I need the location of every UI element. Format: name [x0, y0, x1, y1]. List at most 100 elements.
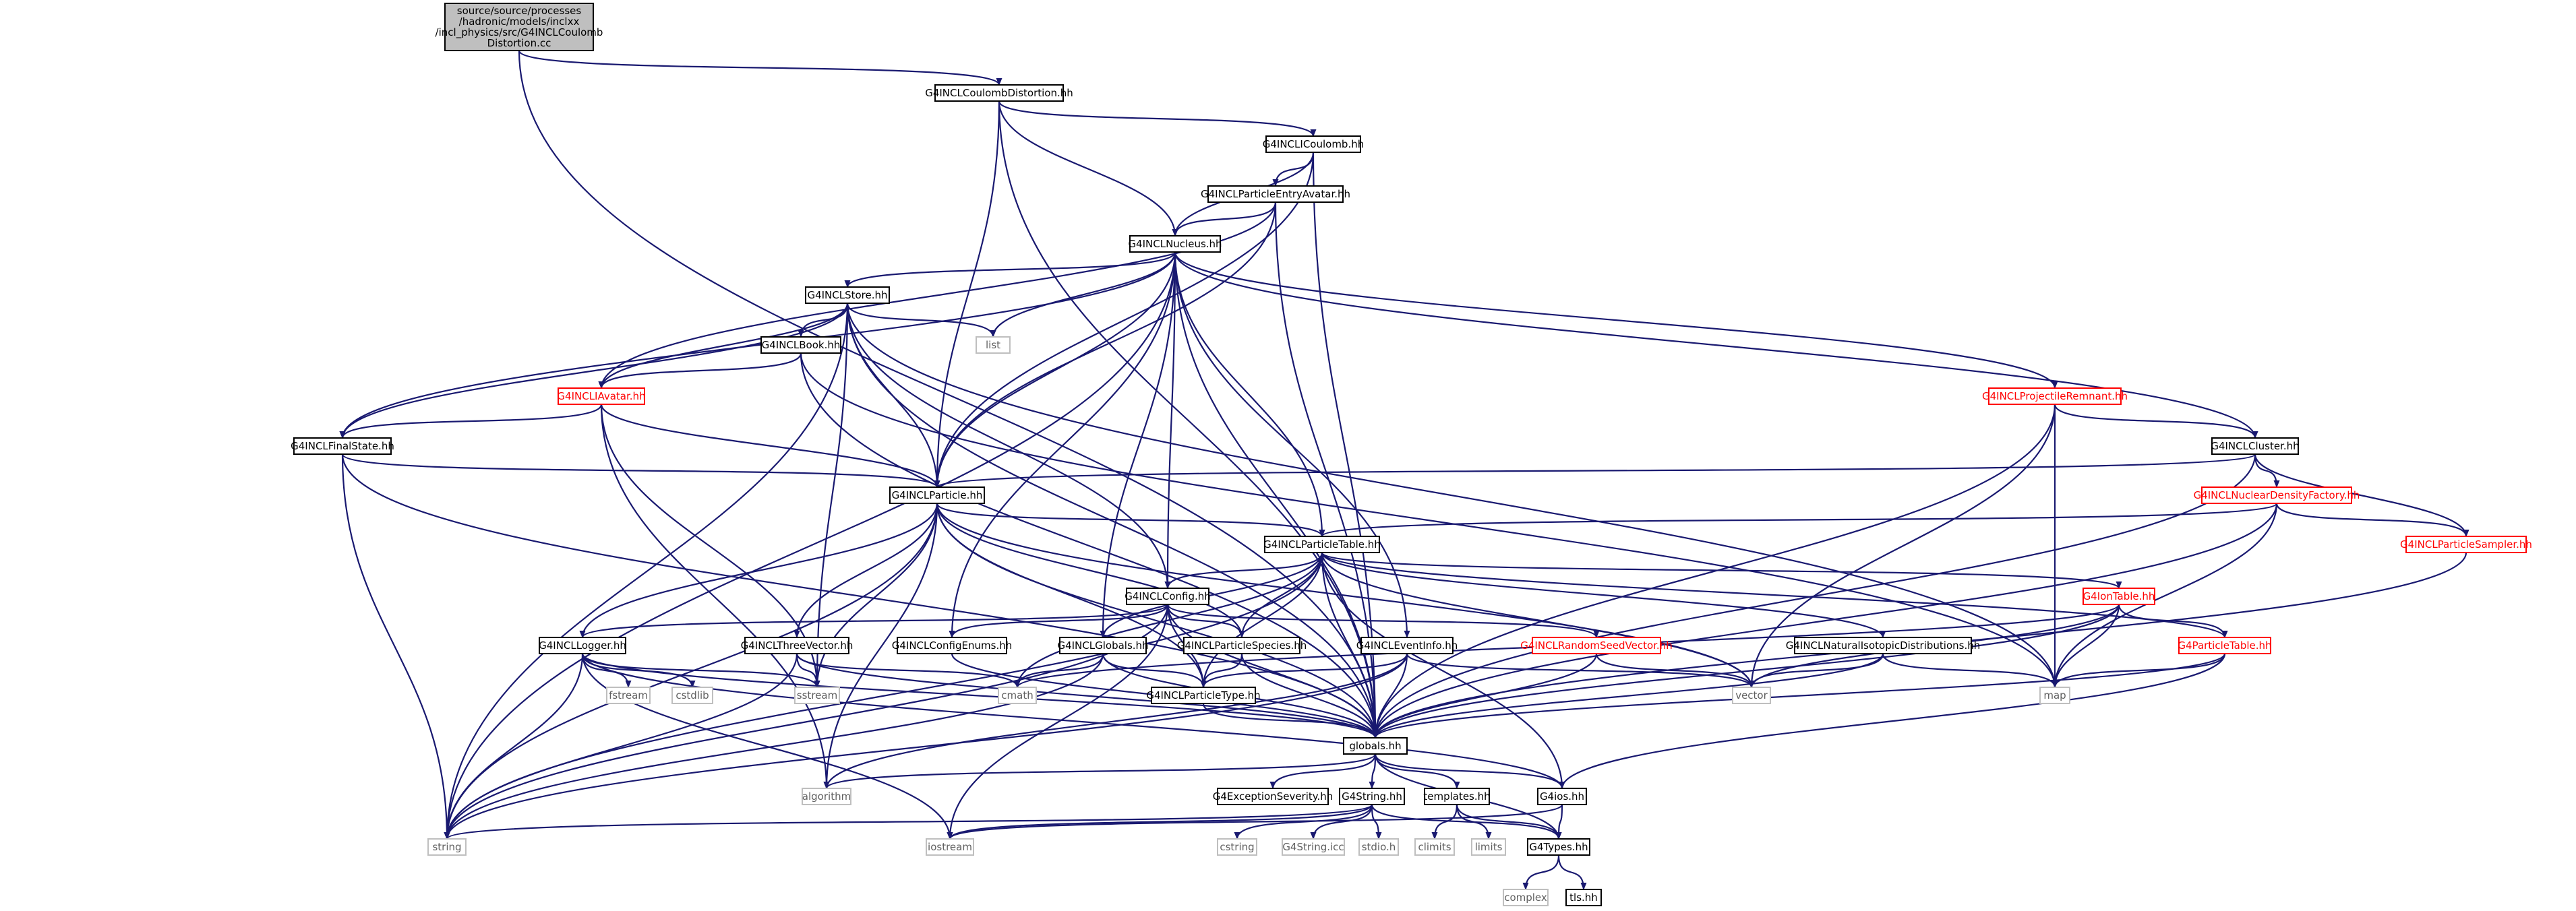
node-tls[interactable]: tls.hh [1565, 889, 1602, 906]
edge-coulomb-distortion-to-globals [998, 100, 1379, 739]
node-exception-severity[interactable]: G4ExceptionSeverity.hh [1213, 788, 1334, 805]
node-box [2201, 486, 2352, 504]
edge-incl-globals-to-cmath [1014, 653, 1104, 688]
node-label: G4INCLICoulomb.hh [1263, 138, 1364, 150]
node-event-info[interactable]: G4INCLEventInfo.hh [1356, 637, 1458, 654]
edge-particle-species-to-particle-type [1200, 653, 1243, 688]
edge-store-to-iavatar [598, 303, 849, 389]
node-iavatar[interactable]: G4INCLIAvatar.hh [557, 387, 646, 405]
node-label: G4IonTable.hh [2083, 590, 2155, 602]
node-box [1264, 536, 1380, 553]
node-label: G4INCLNucleus.hh [1128, 238, 1222, 250]
edge-three-vector-to-sstream [796, 653, 820, 688]
node-box [1183, 637, 1300, 654]
edge-nucleus-to-incl-globals [1100, 251, 1176, 638]
edge-globals-to-exception-severity [1269, 753, 1377, 789]
node-box [1265, 135, 1361, 153]
node-cluster[interactable]: G4INCLCluster.hh [2211, 437, 2300, 455]
edge-config-to-iostream [947, 604, 1169, 840]
node-icoulomb[interactable]: G4INCLICoulomb.hh [1263, 135, 1364, 153]
edge-config-to-logger [579, 604, 1169, 638]
node-final-state[interactable]: G4INCLFinalState.hh [291, 437, 394, 455]
node-algorithm: algorithm [802, 788, 851, 805]
node-box [1537, 788, 1587, 805]
edge-density-factory-to-globals [1372, 503, 2278, 739]
node-config-enums[interactable]: G4INCLConfigEnums.hh [892, 637, 1012, 654]
node-box [1217, 788, 1329, 805]
node-box [293, 437, 392, 455]
node-g4string[interactable]: G4String.hh [1339, 788, 1405, 805]
edge-root-to-coulomb-distortion [518, 50, 1002, 86]
edge-nucleus-to-store [844, 251, 1176, 288]
edge-density-factory-to-sampler [2275, 503, 2469, 537]
edge-particle-table-to-ion-table [1321, 552, 2122, 589]
node-entry-avatar[interactable]: G4INCLParticleEntryAvatar.hh [1201, 185, 1350, 203]
node-globals[interactable]: globals.hh [1343, 737, 1408, 755]
edge-cluster-to-particle [934, 453, 2256, 488]
edge-coulomb-distortion-to-icoulomb [998, 100, 1317, 137]
node-label: G4INCLConfigEnums.hh [892, 639, 1012, 652]
node-g4ios[interactable]: G4ios.hh [1537, 788, 1587, 805]
edge-g4string-to-g4string-icc [1310, 804, 1373, 840]
edge-logger-to-g4ios [581, 653, 1565, 789]
node-density-factory[interactable]: G4INCLNuclearDensityFactory.hh [2194, 486, 2360, 504]
node-logger[interactable]: G4INCLLogger.hh [539, 637, 626, 654]
node-label: limits [1475, 841, 1503, 853]
node-g4-particle-table[interactable]: G4ParticleTable.hh [2178, 637, 2272, 654]
edge-particle-table-to-isotopic [1321, 552, 1886, 638]
node-proj-remnant[interactable]: G4INCLProjectileRemnant.hh [1982, 387, 2128, 405]
edge-three-vector-to-globals [796, 653, 1379, 739]
node-label: G4ios.hh [1540, 790, 1584, 803]
node-label: Distortion.cc [487, 37, 551, 49]
node-incl-globals[interactable]: G4INCLGlobals.hh [1057, 637, 1149, 654]
node-coulomb-distortion[interactable]: G4INCLCoulombDistortion.hh [925, 84, 1073, 102]
node-box [1129, 235, 1221, 253]
edge-particle-to-sstream [814, 503, 938, 688]
node-fstream: fstream [606, 687, 651, 704]
node-seed-vector[interactable]: G4INCLRandomSeedVector.hh [1520, 637, 1673, 654]
edge-store-to-sstream [814, 303, 849, 688]
node-label: cmath [1001, 689, 1033, 701]
node-label: G4Types.hh [1529, 841, 1588, 853]
edge-entry-avatar-to-nucleus [1172, 201, 1277, 237]
node-particle-type[interactable]: G4INCLParticleType.hh [1146, 687, 1261, 704]
edge-coulomb-distortion-to-particle [934, 100, 1000, 488]
edge-g4-particle-table-to-globals [1372, 653, 2226, 739]
node-box [1343, 737, 1408, 755]
node-particle[interactable]: G4INCLParticle.hh [889, 486, 985, 504]
node-config[interactable]: G4INCLConfig.hh [1125, 588, 1211, 605]
node-box [1503, 889, 1549, 906]
node-box [1151, 687, 1256, 704]
node-map: map [2039, 687, 2070, 704]
edge-logger-to-iostream [581, 653, 953, 840]
node-isotopic[interactable]: G4INCLNaturalIsotopicDistributions.hh [1786, 637, 1981, 654]
node-label: G4String.hh [1342, 790, 1402, 803]
node-label: G4ParticleTable.hh [2178, 639, 2271, 652]
node-book[interactable]: G4INCLBook.hh [760, 336, 841, 354]
node-templates[interactable]: templates.hh [1423, 788, 1491, 805]
edge-ion-table-to-map [2051, 604, 2120, 688]
node-nucleus[interactable]: G4INCLNucleus.hh [1128, 235, 1222, 253]
node-label: G4INCLStore.hh [807, 289, 887, 301]
edge-particle-table-to-g4-particle-table [1321, 552, 2228, 638]
node-root[interactable]: source/source/processes/hadronic/models/… [436, 3, 603, 51]
node-store[interactable]: G4INCLStore.hh [805, 286, 890, 304]
edge-event-info-to-string [444, 653, 1408, 840]
edge-nucleus-to-final-state [339, 251, 1176, 439]
node-particle-species[interactable]: G4INCLParticleSpecies.hh [1177, 637, 1307, 654]
edge-templates-to-g4types [1456, 804, 1562, 840]
node-three-vector[interactable]: G4INCLThreeVector.hh [741, 637, 853, 654]
node-ion-table[interactable]: G4IonTable.hh [2083, 588, 2155, 605]
edge-particle-table-to-vector [1321, 552, 1755, 688]
edge-logger-to-sstream [581, 653, 820, 688]
node-vector: vector [1732, 687, 1771, 704]
node-string: string [427, 838, 467, 856]
node-box [2178, 637, 2271, 654]
node-particle-table[interactable]: G4INCLParticleTable.hh [1263, 536, 1381, 553]
edge-iavatar-to-particle [600, 404, 940, 488]
node-sampler[interactable]: G4INCLParticleSampler.hh [2400, 536, 2532, 553]
edge-logger-to-string [444, 653, 584, 840]
node-g4types[interactable]: G4Types.hh [1527, 838, 1590, 856]
node-label: G4INCLParticleEntryAvatar.hh [1201, 188, 1350, 200]
edge-logger-to-fstream [581, 653, 632, 688]
